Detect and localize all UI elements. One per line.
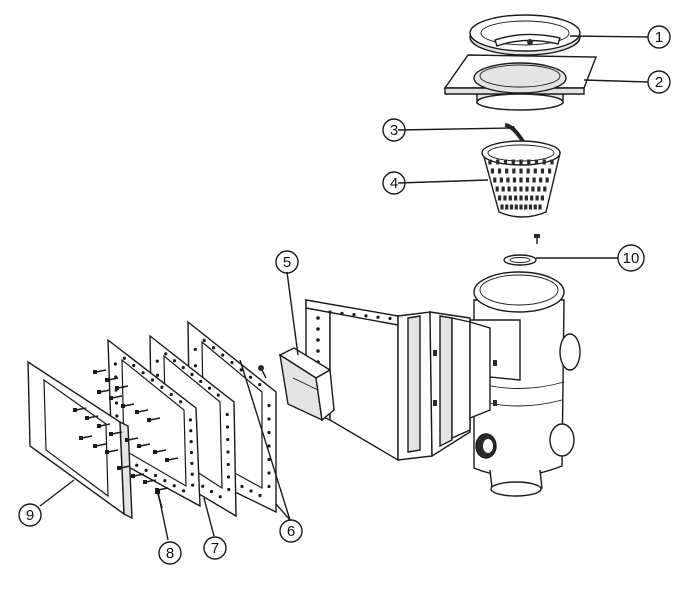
svg-text:6: 6 <box>287 523 295 540</box>
svg-text:8: 8 <box>166 545 174 562</box>
face-plate <box>27 360 133 520</box>
leader-lines <box>39 35 649 541</box>
small-screw-and-clip <box>503 234 540 266</box>
svg-text:4: 4 <box>390 175 398 192</box>
svg-text:9: 9 <box>26 507 34 524</box>
callout-10: 10 <box>617 244 645 272</box>
skimmer-collar <box>443 54 598 111</box>
svg-text:3: 3 <box>390 122 398 139</box>
callout-6: 6 <box>279 519 303 543</box>
gasket-front <box>107 338 201 508</box>
svg-text:10: 10 <box>623 250 640 267</box>
skimmer-body <box>469 271 581 497</box>
skimmer-basket <box>481 140 561 218</box>
svg-text:2: 2 <box>655 74 663 91</box>
callout-5: 5 <box>275 250 299 274</box>
callout-3: 3 <box>382 118 406 142</box>
svg-text:7: 7 <box>211 540 219 557</box>
loose-screw <box>258 365 267 379</box>
skimmer-lid <box>469 14 581 56</box>
svg-text:5: 5 <box>283 254 291 271</box>
callout-1: 1 <box>647 25 671 49</box>
weir-flap <box>278 347 335 422</box>
skimmer-throat <box>305 299 497 462</box>
svg-text:1: 1 <box>655 29 663 46</box>
callout-7: 7 <box>203 536 227 560</box>
callout-8: 8 <box>158 541 182 565</box>
callout-4: 4 <box>382 171 406 195</box>
callout-2: 2 <box>647 70 671 94</box>
callout-9: 9 <box>18 503 42 527</box>
